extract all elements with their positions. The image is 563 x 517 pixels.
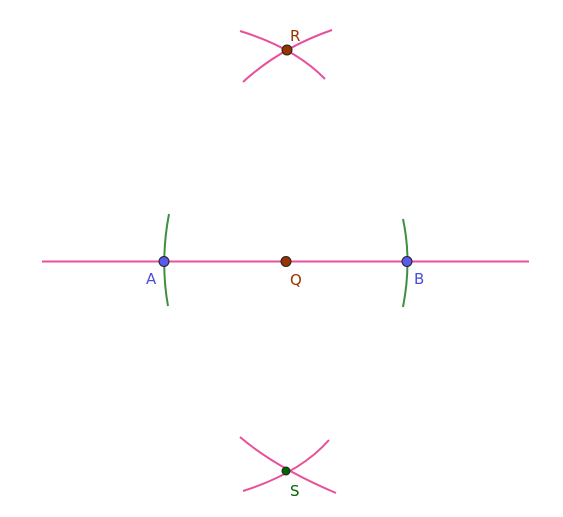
point-s[interactable] [281,466,291,476]
point-r[interactable] [281,44,293,56]
label-r: R [290,27,300,45]
label-s: S [290,482,300,500]
point-a[interactable] [158,256,170,267]
point-b[interactable] [401,256,413,267]
label-q: Q [290,271,302,289]
arc-s-1 [239,436,337,494]
arc-s-2 [242,439,330,492]
label-a: A [146,270,157,288]
point-q[interactable] [280,256,292,267]
label-b: B [414,270,424,288]
